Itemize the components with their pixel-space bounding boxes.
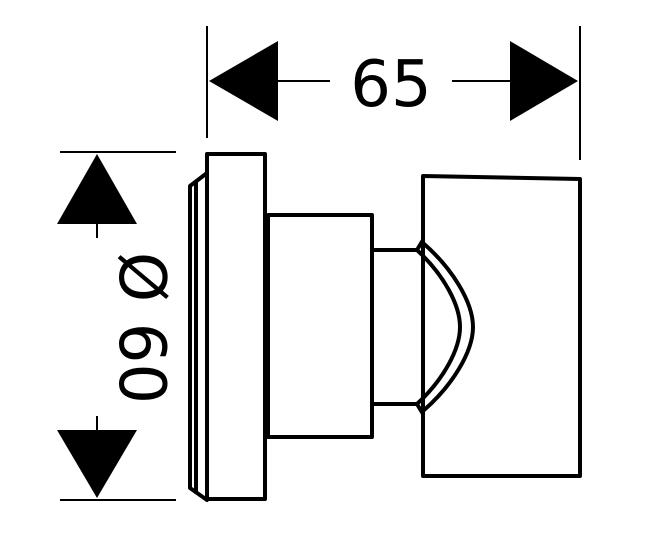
handle-neck: [370, 238, 425, 416]
diameter-dimension: Ø 60: [57, 151, 178, 501]
body-cylinder: [266, 213, 374, 439]
rosette-plate: [205, 152, 267, 501]
diameter-dimension-label: Ø 60: [104, 252, 178, 404]
handle-neck-curve-outer: [421, 241, 475, 413]
width-arrow-left: [209, 41, 278, 121]
handle-neck-curve-inner: [415, 248, 462, 406]
wall-plate-chamfer: [188, 171, 209, 502]
diameter-arrow-top: [57, 154, 137, 224]
width-dimension-label: 65: [350, 48, 431, 122]
diameter-arrow-bottom: [57, 430, 137, 498]
width-dimension: 65: [206, 26, 581, 160]
width-arrow-right: [510, 41, 578, 121]
part-outline: [188, 152, 582, 502]
handle-knob: [421, 174, 582, 478]
